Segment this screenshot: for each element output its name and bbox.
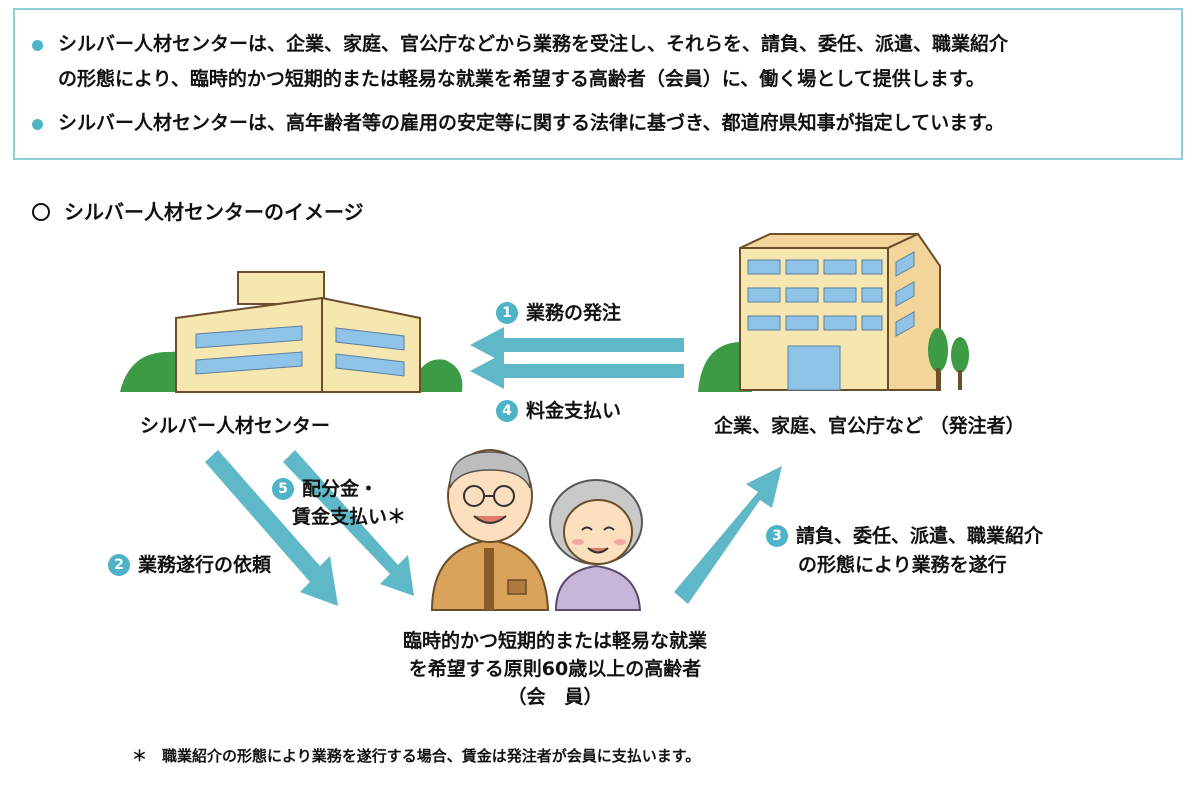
footnote: ＊ 職業紹介の形態により業務を遂行する場合、賃金は発注者が会員に支払います。 — [132, 747, 701, 765]
section-heading: シルバー人材センターのイメージ — [32, 196, 364, 225]
circle-icon — [32, 203, 50, 221]
client-label: 企業、家庭、官公庁など （発注者） — [714, 415, 1025, 437]
info-line-1a: シルバー人材センターは、企業、家庭、官公庁などから業務を受注し、それらを、請負、… — [58, 33, 1009, 55]
bullet-icon — [32, 119, 43, 130]
info-box: シルバー人材センターは、企業、家庭、官公庁などから業務を受注し、それらを、請負、… — [13, 8, 1183, 160]
client-building-icon — [698, 232, 969, 392]
flow-4-number: 4 — [496, 400, 518, 422]
silver-center-label: シルバー人材センター — [140, 415, 331, 437]
flow-5-number: 5 — [272, 478, 294, 500]
info-line-2: シルバー人材センターは、高年齢者等の雇用の安定等に関する法律に基づき、都道府県知… — [58, 112, 1005, 134]
member-label-line2: を希望する原則60歳以上の高齢者 — [408, 658, 702, 680]
bullet-icon — [32, 40, 43, 51]
member-label-line1: 臨時的かつ短期的または軽易な就業 — [402, 630, 707, 652]
flow-1-number: 1 — [496, 302, 518, 324]
flow-5-label-line2: 賃金支払い＊ — [292, 506, 407, 528]
flow-3-label-line2: の形態により業務を遂行 — [798, 554, 1007, 576]
flow-3-number: 3 — [766, 525, 788, 547]
elderly-members-icon — [430, 449, 643, 611]
flow-arrows — [205, 327, 782, 606]
silver-center-building-icon — [120, 271, 463, 393]
flow-2-number: 2 — [108, 554, 130, 576]
member-label-line3: （会 員） — [507, 686, 603, 708]
info-line-1b: の形態により、臨時的かつ短期的または軽易な就業を希望する高齢者（会員）に、働く場… — [58, 68, 985, 90]
